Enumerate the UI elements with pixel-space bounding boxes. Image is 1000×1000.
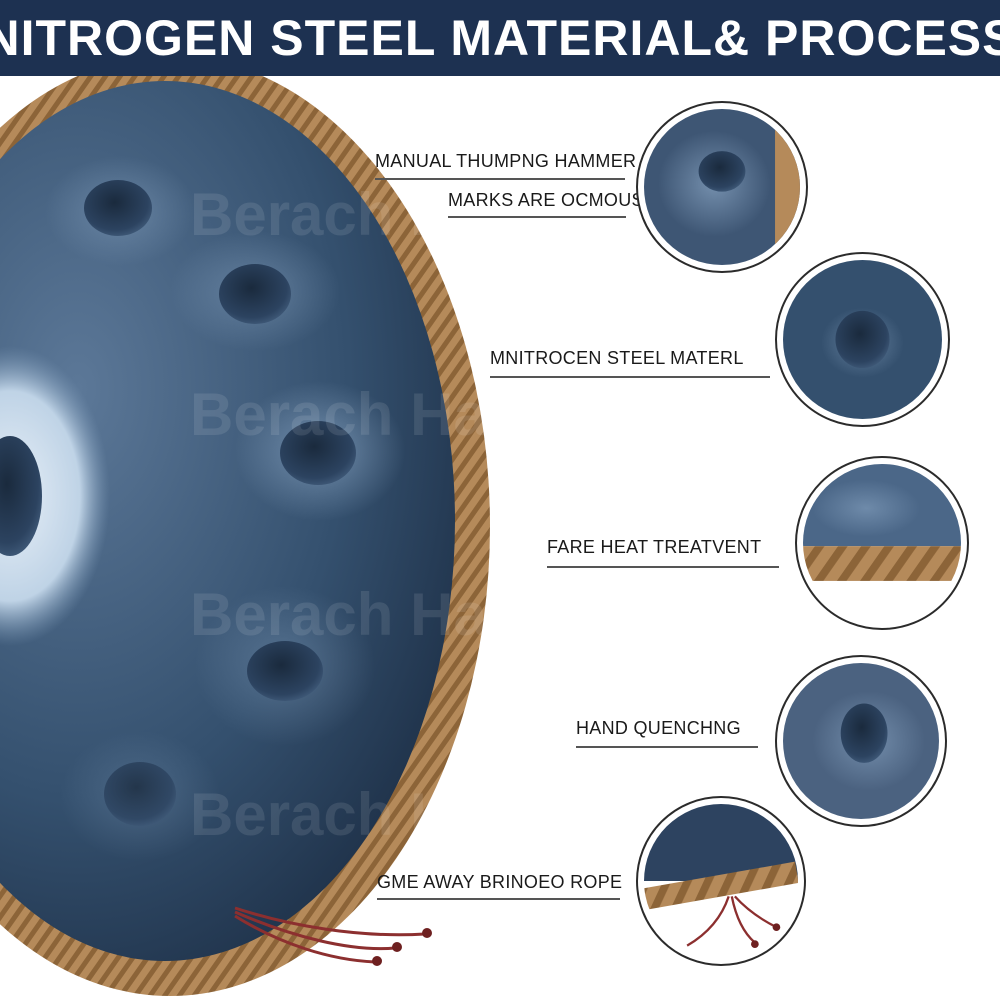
callout-divider [448,216,626,218]
callout-hand-quenching: HAND QUENCHNG [576,718,741,738]
handpan-drum-image [0,76,490,996]
callout-divider [490,376,770,378]
heat-treatment-detail [795,456,969,630]
quenching-detail [775,655,947,827]
callout-steel-material: MNITROCEN STEEL MATERL [490,348,744,368]
callout-divider [576,746,758,748]
callout-hammer-marks-line2: MARKS ARE OCMOUS [448,190,644,210]
callout-hammer-marks-line1: MANUAL THUMPNG HAMMER [375,151,637,171]
callout-divider [375,178,625,180]
callout-divider [377,898,620,900]
rope-detail [636,796,806,966]
steel-material-detail [775,252,950,427]
hammer-marks-detail [636,101,808,273]
callout-divider [547,566,779,568]
page-title: NITROGEN STEEL MATERIAL& PROCESS [0,10,1000,66]
callout-heat-treatment: FARE HEAT TREATVENT [547,537,762,557]
header-banner: NITROGEN STEEL MATERIAL& PROCESS [0,0,1000,76]
callout-rope: GME AWAY BRINOEO ROPE [377,872,623,892]
